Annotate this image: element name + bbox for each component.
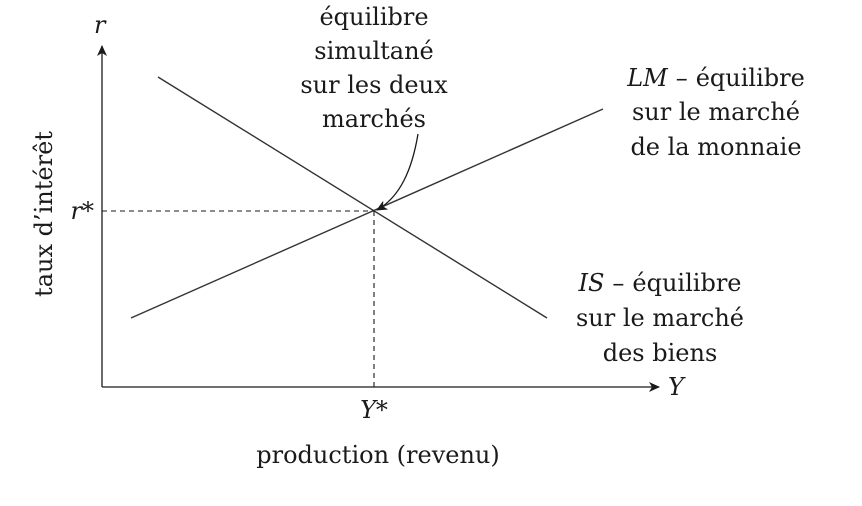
y-axis-symbol: r <box>94 11 107 39</box>
r-star-label: r* <box>71 197 94 225</box>
is-curve <box>157 76 548 319</box>
is-name: IS <box>577 269 604 297</box>
is-dash: – <box>612 269 624 297</box>
lm-dash: – <box>676 64 688 92</box>
lm-line1-text: équilibre <box>696 64 805 92</box>
lm-name: LM <box>626 64 669 92</box>
y-star-label: Y* <box>360 396 388 424</box>
is-label-line-3: des biens <box>603 339 718 367</box>
lm-curve <box>130 108 604 319</box>
equilibrium-annotation: équilibre simultané sur les deux marchés <box>300 3 448 133</box>
is-label-line-1: IS–équilibre <box>577 269 741 297</box>
lm-label-line-3: de la monnaie <box>630 133 801 161</box>
is-label-line-2: sur le marché <box>576 304 744 332</box>
lm-label: LM–équilibre sur le marché de la monnaie <box>626 64 805 161</box>
is-label: IS–équilibre sur le marché des biens <box>576 269 744 367</box>
lm-label-line-2: sur le marché <box>632 98 800 126</box>
annotation-line-2: simultané <box>314 37 434 65</box>
annotation-arrow <box>376 133 419 211</box>
annotation-line-1: équilibre <box>319 3 428 31</box>
x-axis-symbol: Y <box>668 373 686 401</box>
y-axis-label: taux d’intérêt <box>30 131 58 297</box>
annotation-line-4: marchés <box>322 105 426 133</box>
annotation-line-3: sur les deux <box>300 71 448 99</box>
lm-label-line-1: LM–équilibre <box>626 64 805 92</box>
is-line1-text: équilibre <box>632 269 741 297</box>
x-axis-label: production (revenu) <box>256 441 499 469</box>
